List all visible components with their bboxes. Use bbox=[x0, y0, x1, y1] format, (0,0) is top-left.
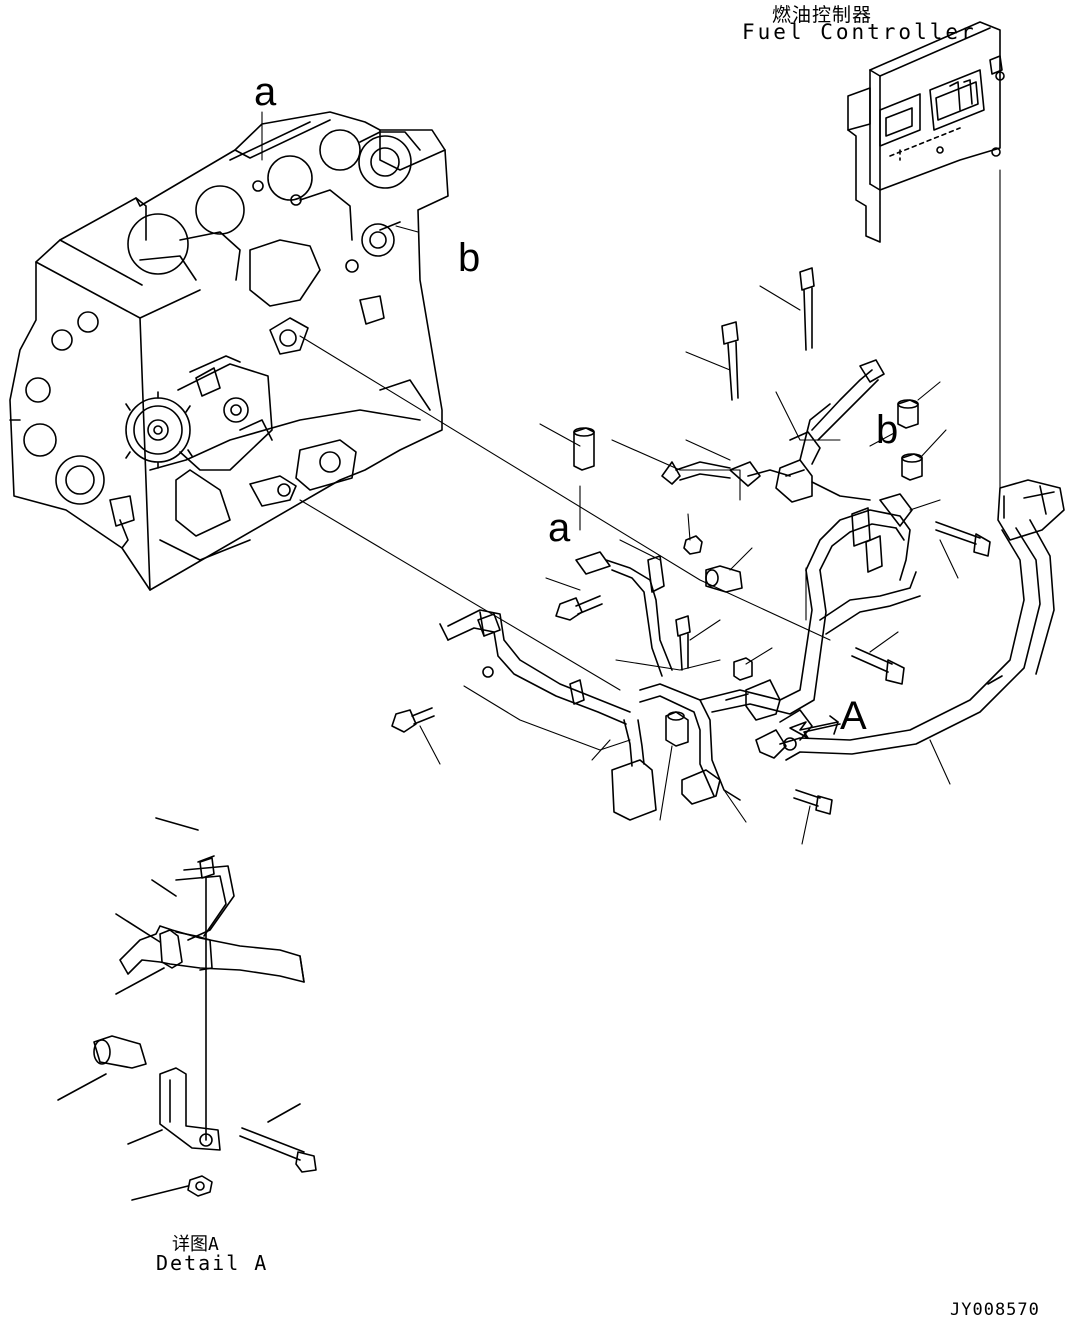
fuel-controller bbox=[847, 21, 1005, 243]
drawing-code: JY008570 bbox=[950, 1300, 1040, 1320]
controller-label-en: Fuel Controller bbox=[742, 20, 977, 44]
hardware bbox=[391, 267, 991, 815]
leader-lines bbox=[261, 111, 1001, 845]
main-harness bbox=[439, 359, 1065, 821]
engine-block bbox=[9, 111, 449, 591]
callout-b-harness: b bbox=[876, 408, 899, 452]
callout-a-harness: a bbox=[548, 506, 571, 550]
detail-A bbox=[57, 817, 317, 1201]
controller-label-cn: 燃油控制器 bbox=[772, 4, 873, 26]
callout-A-view: A bbox=[840, 694, 867, 738]
detail-label-en: Detail A bbox=[156, 1251, 269, 1275]
detail-label-cn: 详图A bbox=[172, 1234, 219, 1255]
fuel-pump bbox=[109, 355, 297, 537]
view-arrow-A bbox=[789, 715, 841, 739]
callout-b-right: b bbox=[458, 236, 481, 280]
callout-a-top: a bbox=[254, 70, 277, 114]
